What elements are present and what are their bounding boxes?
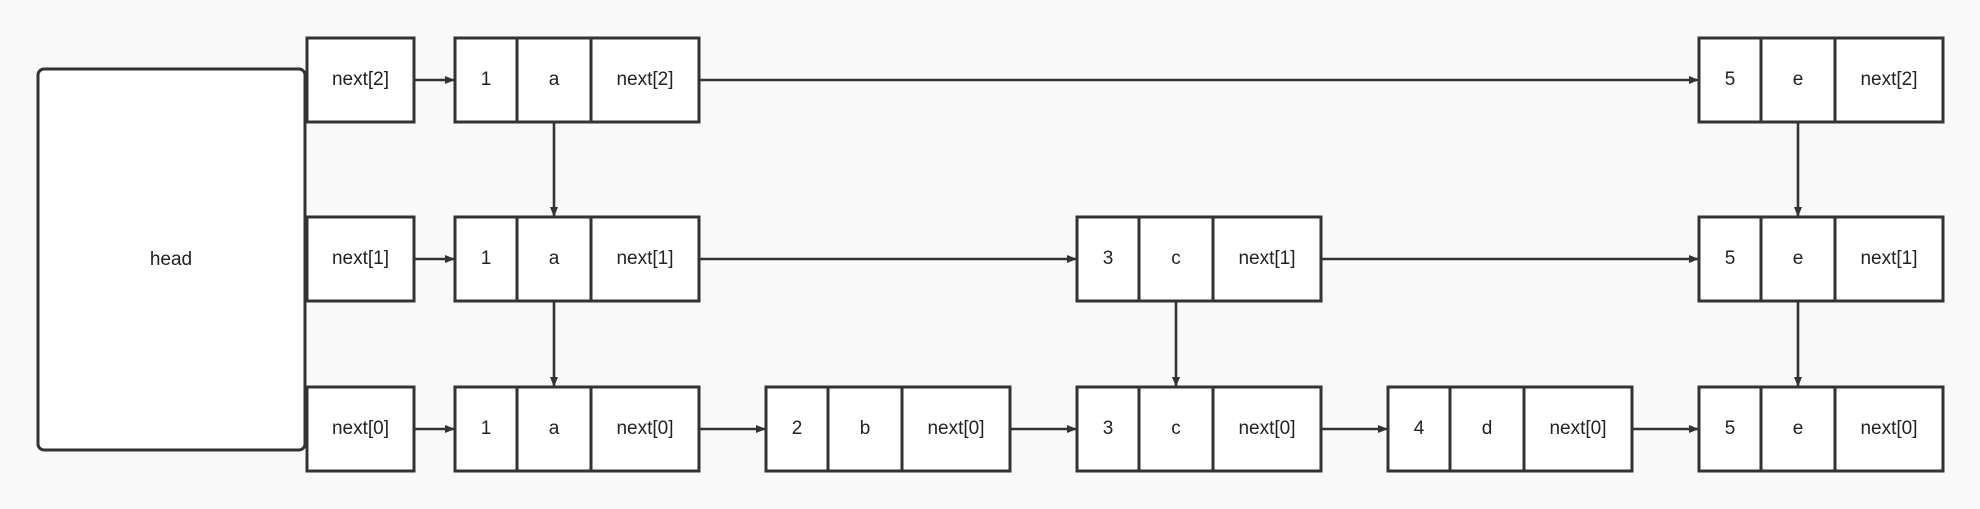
node-key: 5 xyxy=(1725,248,1736,269)
node-value: d xyxy=(1482,418,1493,439)
node-pointer: next[0] xyxy=(1549,418,1606,439)
node-key: 3 xyxy=(1103,418,1114,439)
node-pointer: next[0] xyxy=(616,418,673,439)
node-5-level-2: 5 e next[2] xyxy=(1697,36,1945,124)
node-1-level-1: 1 a next[1] xyxy=(453,215,701,303)
head-label: head xyxy=(150,249,192,270)
node-key: 1 xyxy=(481,418,492,439)
node-value: e xyxy=(1793,69,1804,90)
node-value: e xyxy=(1793,418,1804,439)
node-key: 1 xyxy=(481,69,492,90)
head-slot-label: next[2] xyxy=(332,69,389,90)
node-pointer: next[1] xyxy=(1860,248,1917,269)
node-value: a xyxy=(549,418,560,439)
node-value: c xyxy=(1171,248,1181,269)
node-value: e xyxy=(1793,248,1804,269)
node-4-level-0: 4 d next[0] xyxy=(1386,385,1634,473)
node-1-level-2: 1 a next[2] xyxy=(453,36,701,124)
head-node: head xyxy=(36,67,307,452)
node-pointer: next[1] xyxy=(616,248,673,269)
node-value: b xyxy=(860,418,871,439)
node-key: 1 xyxy=(481,248,492,269)
head-slot-label: next[0] xyxy=(332,418,389,439)
head-slot-label: next[1] xyxy=(332,248,389,269)
node-1-level-0: 1 a next[0] xyxy=(453,385,701,473)
node-value: a xyxy=(549,69,560,90)
head-slot-level-2: next[2] xyxy=(305,36,416,124)
node-pointer: next[1] xyxy=(1238,248,1295,269)
node-key: 4 xyxy=(1414,418,1425,439)
node-3-level-0: 3 c next[0] xyxy=(1075,385,1323,473)
node-3-level-1: 3 c next[1] xyxy=(1075,215,1323,303)
node-2-level-0: 2 b next[0] xyxy=(764,385,1012,473)
node-pointer: next[0] xyxy=(927,418,984,439)
node-key: 5 xyxy=(1725,418,1736,439)
node-key: 3 xyxy=(1103,248,1114,269)
node-pointer: next[2] xyxy=(1860,69,1917,90)
node-5-level-0: 5 e next[0] xyxy=(1697,385,1945,473)
head-slot-level-0: next[0] xyxy=(305,385,416,473)
head-slot-level-1: next[1] xyxy=(305,215,416,303)
node-value: a xyxy=(549,248,560,269)
node-key: 5 xyxy=(1725,69,1736,90)
node-pointer: next[0] xyxy=(1860,418,1917,439)
node-5-level-1: 5 e next[1] xyxy=(1697,215,1945,303)
node-pointer: next[2] xyxy=(616,69,673,90)
node-value: c xyxy=(1171,418,1181,439)
node-pointer: next[0] xyxy=(1238,418,1295,439)
node-key: 2 xyxy=(792,418,803,439)
